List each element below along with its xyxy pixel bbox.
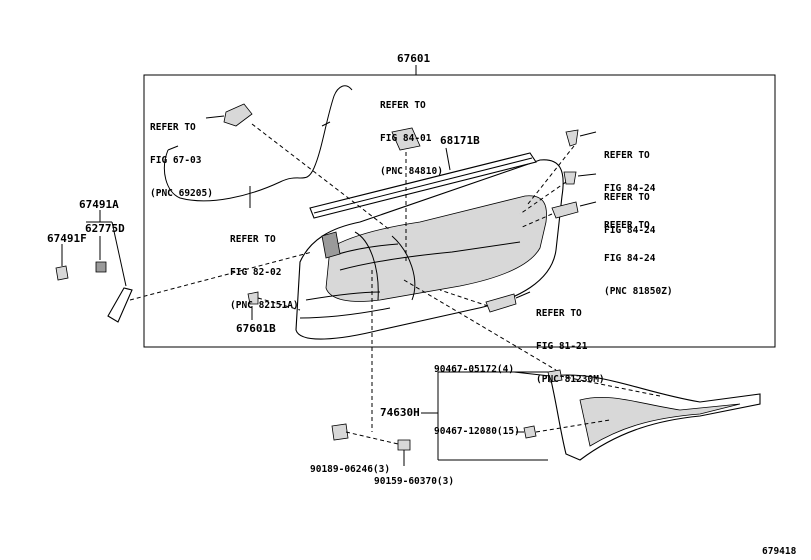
bolt-number: 90159-60370(3) xyxy=(374,476,455,487)
trim-clip-group-number: 67491A xyxy=(79,198,119,211)
fastener-b-number: 62775D xyxy=(85,222,125,235)
fastener-a-number: 67491F xyxy=(47,232,87,245)
clip-b-number: 67601B xyxy=(236,322,276,335)
reference-fig-84-24-a: REFER TO FIG 84-24 xyxy=(604,150,656,194)
clip-c-number: 90189-06246(3) xyxy=(310,464,391,475)
lamp-part xyxy=(551,201,579,219)
reference-fig-84-01: REFER TO FIG 84-01 (PNC 84810) xyxy=(380,100,443,177)
fastener-b-part xyxy=(95,261,107,273)
clip-b-part xyxy=(247,291,259,305)
reference-fig-67-03: REFER TO FIG 67-03 (PNC 69205) xyxy=(150,122,213,199)
figure-id: 679418 xyxy=(762,546,797,557)
clip-part-a xyxy=(565,129,579,147)
wire-harness xyxy=(164,85,353,202)
fastener-a-part xyxy=(55,265,69,281)
clip-c-part xyxy=(331,423,349,441)
main-assembly-number: 67601 xyxy=(397,52,431,65)
reference-fig-84-24-b: REFER TO FIG 84-24 xyxy=(604,192,656,236)
reference-fig-82-02: REFER TO FIG 82-02 (PNC 82151A) xyxy=(230,234,299,311)
screw-b-number: 90467-12080(15) xyxy=(434,426,520,437)
reference-fig-84-24-c: REFER TO FIG 84-24 (PNC 81850Z) xyxy=(604,220,673,297)
weatherstrip-number: 68171B xyxy=(440,134,480,147)
assembly-frame xyxy=(143,74,776,348)
power-window-switch xyxy=(391,127,421,151)
trim-piece xyxy=(107,287,133,323)
clip-part-b xyxy=(563,171,577,185)
reference-fig-81-21: REFER TO FIG 81-21 (PNC 81230M) xyxy=(536,308,605,385)
scuff-plate-number: 74630H xyxy=(380,406,420,419)
screw-a-number: 90467-05172(4) xyxy=(434,364,515,375)
bolt-part xyxy=(397,439,411,451)
handle-assembly xyxy=(223,103,253,127)
courtesy-lamp xyxy=(485,293,517,313)
